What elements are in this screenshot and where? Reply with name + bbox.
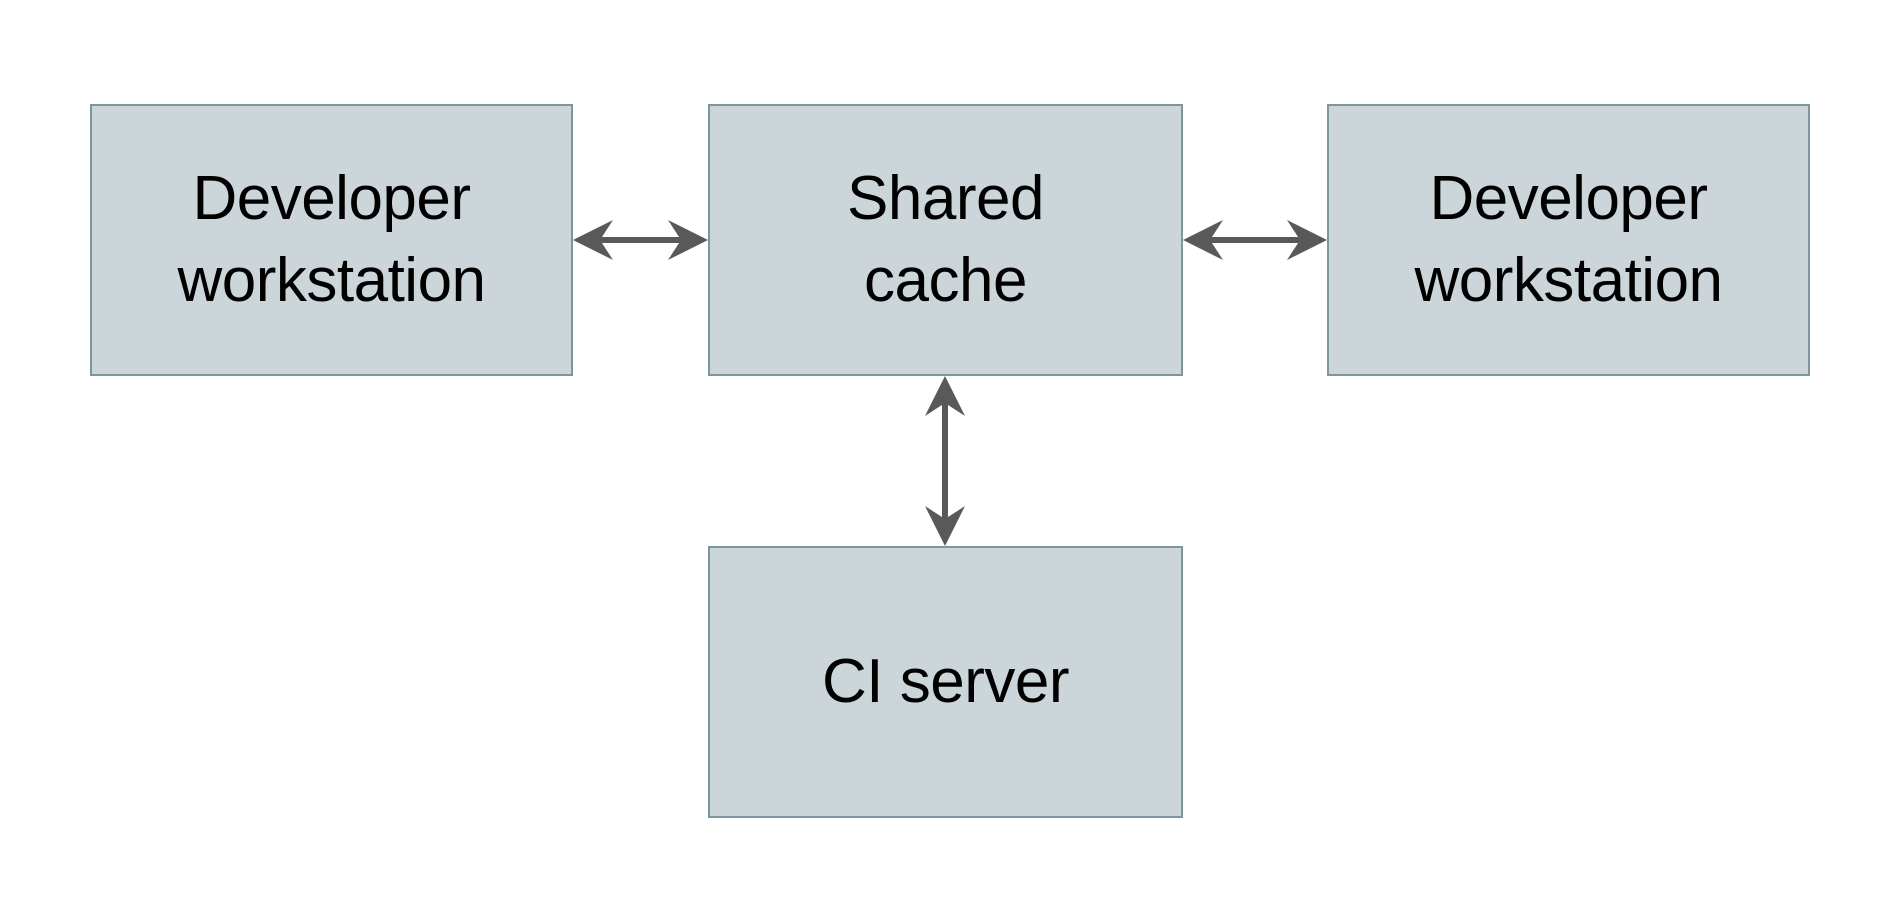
- node-label: Developer workstation: [177, 164, 486, 315]
- node-dev-workstation-right[interactable]: Developer workstation: [1327, 104, 1810, 376]
- node-label: Shared cache: [847, 164, 1044, 315]
- node-shared-cache[interactable]: Shared cache: [708, 104, 1183, 376]
- double-arrow-horizontal-icon: [1183, 220, 1327, 260]
- double-arrow-vertical-icon: [925, 376, 965, 546]
- edge-shared-cache-to-ci-server: [915, 376, 975, 546]
- double-arrow-horizontal-icon: [573, 220, 708, 260]
- node-ci-server[interactable]: CI server: [708, 546, 1183, 818]
- edge-shared-cache-to-right-workstation: [1183, 210, 1327, 270]
- edge-left-workstation-to-shared-cache: [573, 210, 708, 270]
- node-dev-workstation-left[interactable]: Developer workstation: [90, 104, 573, 376]
- node-label: Developer workstation: [1414, 164, 1723, 315]
- node-label: CI server: [822, 647, 1069, 717]
